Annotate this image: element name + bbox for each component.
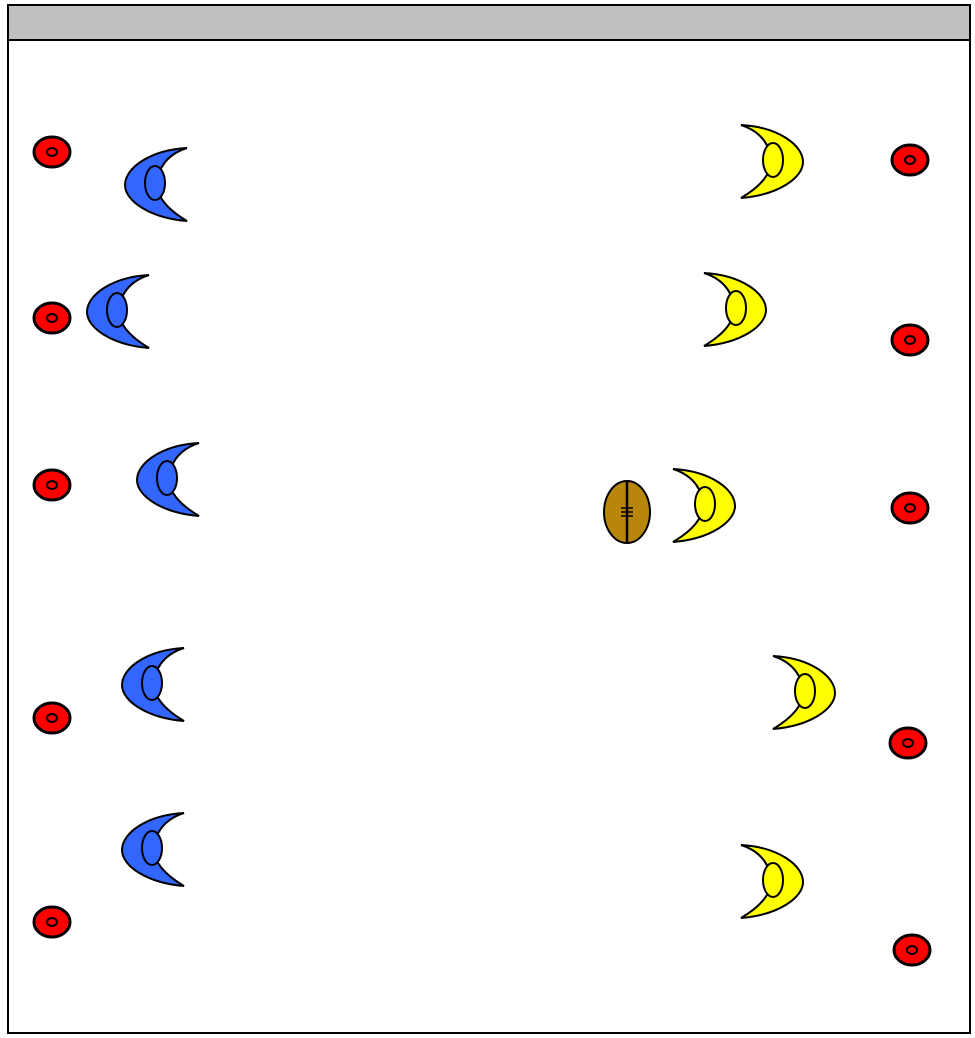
cone-marker	[34, 907, 70, 937]
blue-player	[122, 813, 184, 886]
yellow-player	[673, 469, 735, 542]
cone-marker	[890, 728, 926, 758]
yellow-player	[773, 656, 835, 729]
blue-player	[137, 443, 199, 516]
blue-player	[87, 275, 149, 348]
cone-marker	[34, 137, 70, 167]
cone-marker	[892, 493, 928, 523]
cone-marker	[34, 703, 70, 733]
yellow-player	[704, 273, 766, 346]
cone-marker	[892, 145, 928, 175]
cone-marker	[894, 935, 930, 965]
blue-player	[122, 648, 184, 721]
cone-marker	[34, 303, 70, 333]
yellow-player	[741, 845, 803, 918]
cone-marker	[892, 325, 928, 355]
rugby-ball	[604, 481, 650, 543]
blue-player	[125, 148, 187, 221]
yellow-player	[741, 125, 803, 198]
cone-marker	[34, 470, 70, 500]
